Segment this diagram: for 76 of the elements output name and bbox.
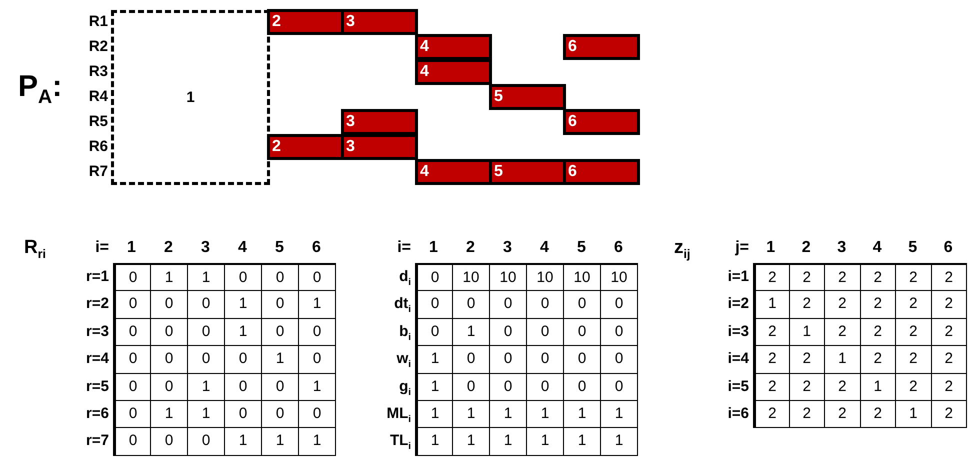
- index-label: i=: [396, 240, 411, 256]
- column-header: 4: [237, 240, 248, 256]
- task-bar: 5: [489, 159, 566, 185]
- task-bar: 3: [341, 9, 418, 35]
- task-bar: 3: [341, 134, 418, 160]
- row-label: r=1: [85, 269, 109, 284]
- column-header: 1: [428, 240, 439, 256]
- row-label: r=3: [85, 324, 109, 339]
- column-header: 2: [163, 240, 174, 256]
- table-cell: 0: [415, 263, 453, 292]
- row-label: r=6: [85, 406, 109, 421]
- row-label: g$_{i}$: [398, 378, 411, 398]
- row-label: R4: [88, 89, 108, 104]
- table-cell: 1: [600, 427, 638, 456]
- column-header: 3: [836, 240, 848, 256]
- row-label: dt$_{i}$: [393, 296, 411, 316]
- table-cell: 1: [298, 427, 336, 456]
- column-header: 1: [126, 240, 137, 256]
- task-bar: 5: [489, 84, 566, 110]
- column-header: 5: [576, 240, 587, 256]
- task-bar: 6: [563, 109, 640, 135]
- task-bar: 4: [415, 59, 492, 85]
- table-cell: 0: [113, 263, 151, 292]
- index-label: i=: [94, 240, 109, 256]
- table-cell: 10: [600, 263, 638, 292]
- row-label: r=2: [85, 296, 109, 312]
- task-bar: 4: [415, 34, 492, 60]
- table-cell: 2: [930, 263, 967, 292]
- task-bar: 6: [563, 34, 640, 60]
- row-label: i=5: [726, 378, 749, 394]
- task-bar: 2: [267, 9, 344, 35]
- row-label: TL$_{i}$: [388, 433, 411, 452]
- row-label: r=5: [85, 378, 109, 394]
- row-label: b$_{i}$: [398, 324, 411, 343]
- matrix-title: R$_{ri}$: [24, 238, 46, 260]
- column-header: 2: [800, 240, 812, 256]
- column-header: 6: [311, 240, 322, 256]
- task-bar: 3: [341, 109, 418, 135]
- row-label: ML$_{i}$: [386, 406, 411, 425]
- task-bar: 4: [415, 159, 492, 185]
- table-cell: 1: [415, 427, 453, 456]
- column-header: 3: [502, 240, 513, 256]
- row-label: R6: [88, 139, 108, 154]
- matrix-title: z$_{ij}$: [674, 238, 690, 260]
- table-cell: 2: [930, 400, 967, 428]
- row-label: i=3: [726, 324, 749, 339]
- row-label: i=1: [726, 269, 749, 284]
- column-header: 3: [200, 240, 211, 256]
- table-cell: 0: [113, 427, 151, 456]
- row-label: i=2: [726, 296, 749, 312]
- process-label: P$_{A}$:: [18, 72, 62, 108]
- row-label: R7: [88, 164, 108, 179]
- row-label: r=7: [85, 433, 109, 448]
- column-header: 6: [942, 240, 954, 256]
- column-header: 6: [613, 240, 624, 256]
- column-header: 5: [274, 240, 285, 256]
- table-cell: 0: [298, 263, 336, 292]
- column-header: 4: [872, 240, 883, 256]
- row-label: R2: [88, 39, 108, 54]
- row-label: r=4: [85, 351, 109, 366]
- row-label: R5: [88, 114, 108, 129]
- row-label: i=6: [726, 406, 749, 421]
- row-label: R3: [88, 64, 108, 79]
- row-label: d$_{i}$: [398, 269, 411, 288]
- column-header: 4: [539, 240, 550, 256]
- row-label: R1: [88, 14, 108, 29]
- task-bar: 2: [267, 134, 344, 160]
- row-label: i=4: [726, 351, 749, 366]
- column-header: 5: [907, 240, 918, 256]
- table-cell: 2: [753, 400, 790, 428]
- column-header: 1: [765, 240, 776, 256]
- table-cell: 2: [753, 263, 790, 292]
- task-bar: 6: [563, 159, 640, 185]
- index-label: j=: [734, 240, 749, 256]
- column-header: 2: [465, 240, 476, 256]
- row-label: w$_{i}$: [396, 351, 411, 370]
